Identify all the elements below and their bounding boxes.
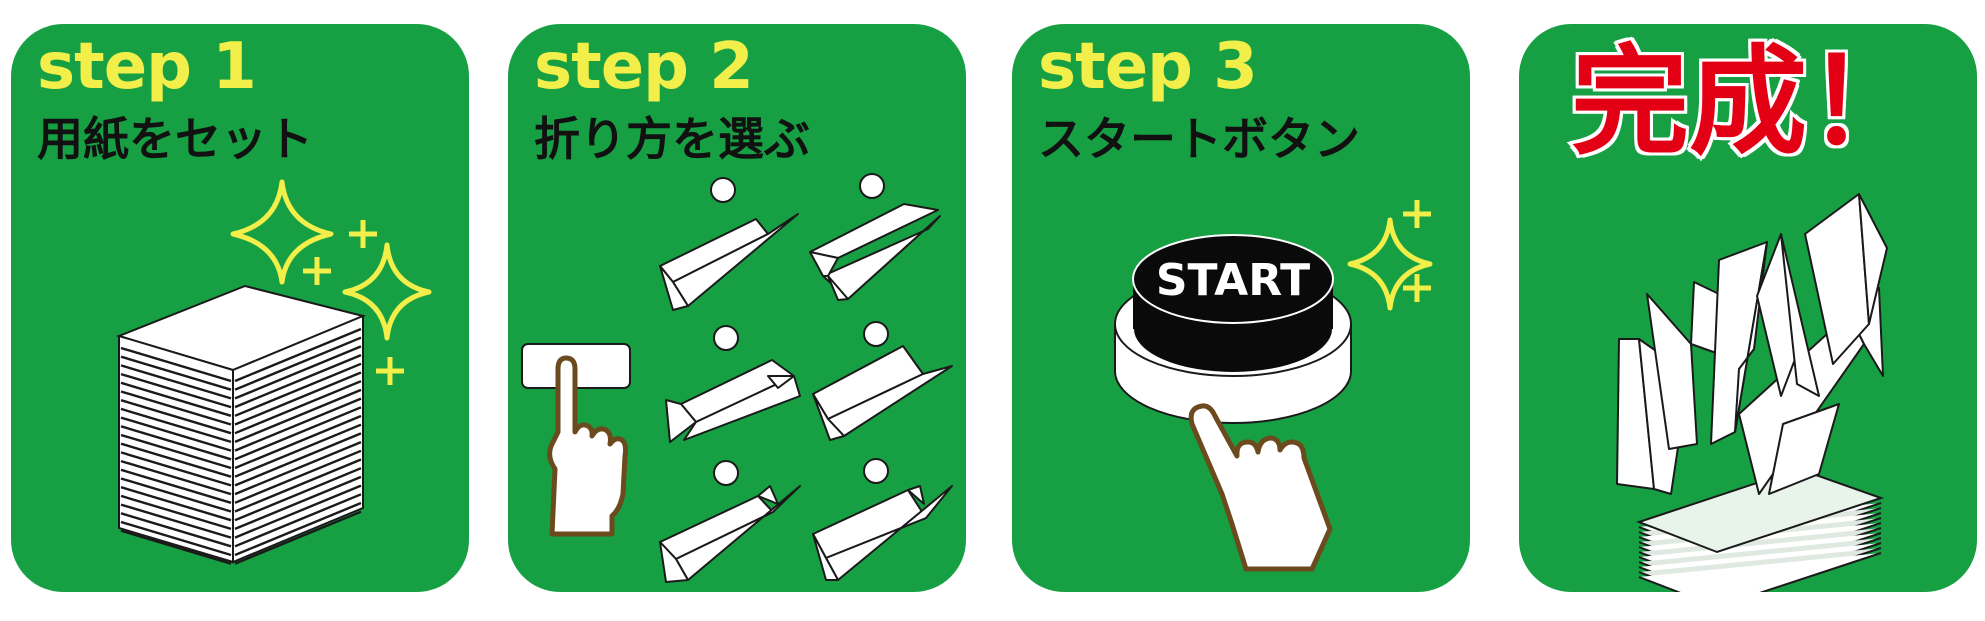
- step1-heading: step 1: [37, 30, 257, 104]
- step3-text: スタートボタン: [1038, 112, 1360, 166]
- fold-option-dot: [863, 321, 889, 347]
- start-button-illustration: START: [1114, 200, 1433, 572]
- start-button-icon: START: [1114, 234, 1352, 424]
- fold-option-6-icon: [812, 485, 953, 581]
- step3-panel: step 3 スタートボタン START: [1012, 24, 1470, 592]
- fold-option-dot: [713, 460, 739, 486]
- step2-text: 折り方を選ぶ: [534, 112, 810, 166]
- paper-stack-icon: [115, 284, 367, 565]
- fold-option-2-icon: [809, 203, 941, 301]
- fold-option-1-icon: [659, 213, 799, 311]
- paper-stack-illustration: [115, 179, 432, 565]
- fold-option-dot: [713, 325, 739, 351]
- start-button-label: START: [1156, 255, 1310, 306]
- step2-heading: step 2: [534, 30, 754, 104]
- fold-option-dot: [863, 458, 889, 484]
- fold-option-3-icon: [665, 359, 801, 443]
- complete-panel: 完成！: [1519, 24, 1977, 592]
- sparkle-icon: [1347, 200, 1433, 311]
- step3-heading: step 3: [1038, 30, 1258, 104]
- complete-heading: 完成！: [1568, 33, 1928, 171]
- step1-text: 用紙をセット: [37, 112, 313, 166]
- step1-panel: step 1 用紙をセット: [11, 24, 469, 592]
- folded-paper-icon: [1616, 193, 1888, 495]
- fold-option-dot: [710, 177, 736, 203]
- pointing-hand-icon: [547, 355, 629, 537]
- output-paper-stack-icon: [1636, 467, 1885, 592]
- fold-option-5-icon: [659, 485, 801, 583]
- pointing-hand-icon: [1188, 403, 1333, 572]
- sparkle-icon: [230, 179, 432, 385]
- fold-options-illustration: [521, 173, 953, 583]
- step2-panel: step 2 折り方を選ぶ: [508, 24, 966, 592]
- fold-option-dot: [859, 173, 885, 199]
- folded-papers-illustration: [1616, 193, 1888, 592]
- fold-option-4-icon: [812, 345, 953, 441]
